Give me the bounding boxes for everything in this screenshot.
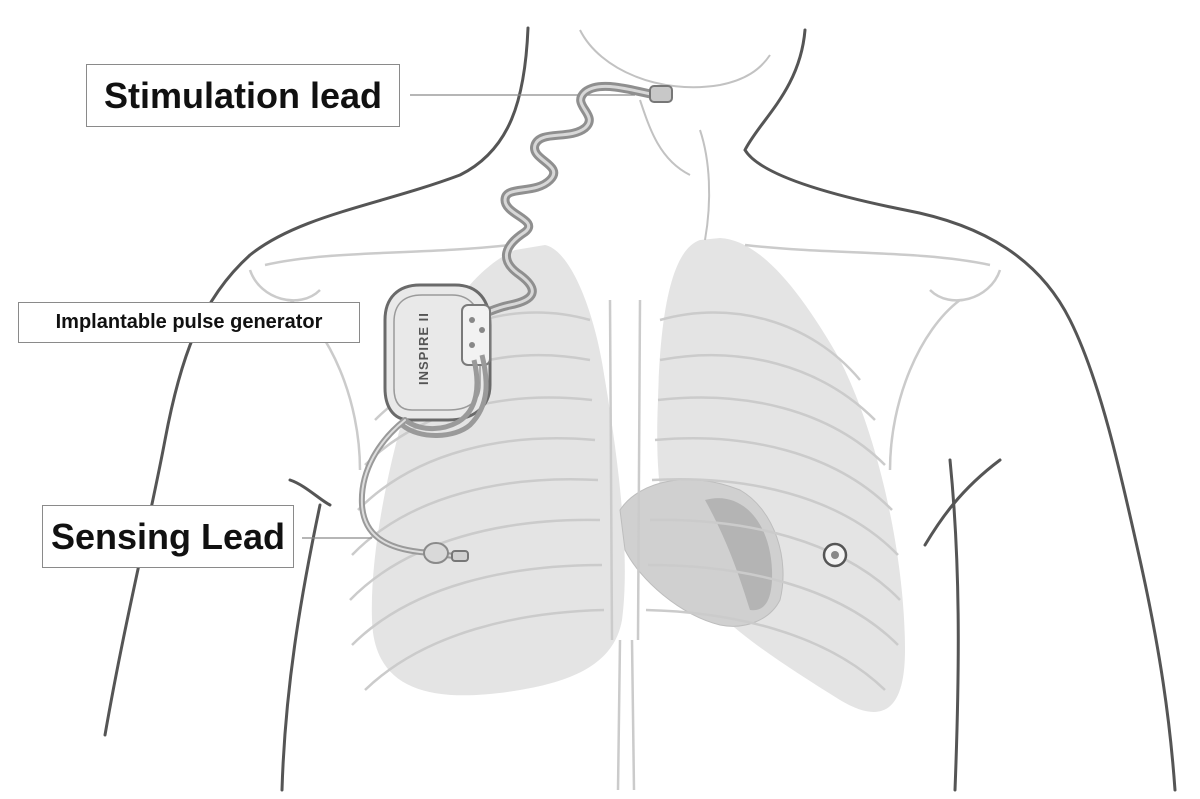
- sensing-lead: [358, 417, 469, 564]
- sternum: [608, 299, 642, 641]
- header-port: [469, 342, 475, 348]
- neck-details: [579, 29, 771, 241]
- throat-line: [639, 99, 691, 176]
- clavicle-left: [744, 243, 991, 267]
- right-arm-line: [280, 503, 322, 792]
- scapula-left: [888, 299, 961, 471]
- neck-left-edge: [743, 28, 1177, 792]
- lead-loop: [403, 359, 480, 431]
- trachea: [699, 129, 711, 241]
- rib: [647, 563, 899, 646]
- rib: [351, 563, 603, 646]
- heart-shadow: [705, 498, 773, 611]
- rib: [651, 478, 899, 556]
- rib: [659, 311, 861, 381]
- right-arm-inner: [288, 478, 332, 507]
- header-port: [479, 327, 485, 333]
- spine: [616, 639, 636, 791]
- leader-lines: [302, 94, 635, 539]
- rib: [364, 608, 605, 691]
- pulse-generator-header: [461, 304, 491, 366]
- left-lung: [657, 238, 905, 712]
- left-arm-line: [948, 458, 960, 792]
- rib: [349, 518, 601, 601]
- rib: [649, 518, 901, 601]
- shoulder-joint-right: [248, 269, 321, 302]
- nipple-dot: [831, 551, 839, 559]
- stimulation-lead: [475, 81, 673, 320]
- lead-loop: [400, 354, 489, 438]
- pulse-generator: INSPIRE II: [383, 283, 492, 438]
- jaw-line: [579, 29, 771, 89]
- rib: [357, 437, 596, 511]
- stimulation-lead-wire-highlight: [478, 84, 662, 317]
- ribcage: [248, 243, 1002, 791]
- rib: [657, 396, 886, 466]
- nipple-marker: [822, 542, 848, 568]
- shoulder-joint-left: [929, 269, 1002, 302]
- header-port: [469, 317, 475, 323]
- sensing-lead-tip: [451, 550, 469, 562]
- stimulation-cuff: [649, 85, 673, 103]
- rib: [645, 608, 886, 691]
- sensing-lead-anchor: [423, 542, 449, 564]
- rib: [654, 437, 893, 511]
- left-arm-inner: [923, 458, 1002, 547]
- clavicle-right: [264, 243, 511, 267]
- pulse-generator-label: Implantable pulse generator: [18, 302, 360, 343]
- sensing-lead-label: Sensing Lead: [42, 505, 294, 568]
- device-brand-mark: INSPIRE II: [416, 312, 431, 385]
- stimulation-lead-label: Stimulation lead: [86, 64, 400, 127]
- rib: [659, 354, 876, 421]
